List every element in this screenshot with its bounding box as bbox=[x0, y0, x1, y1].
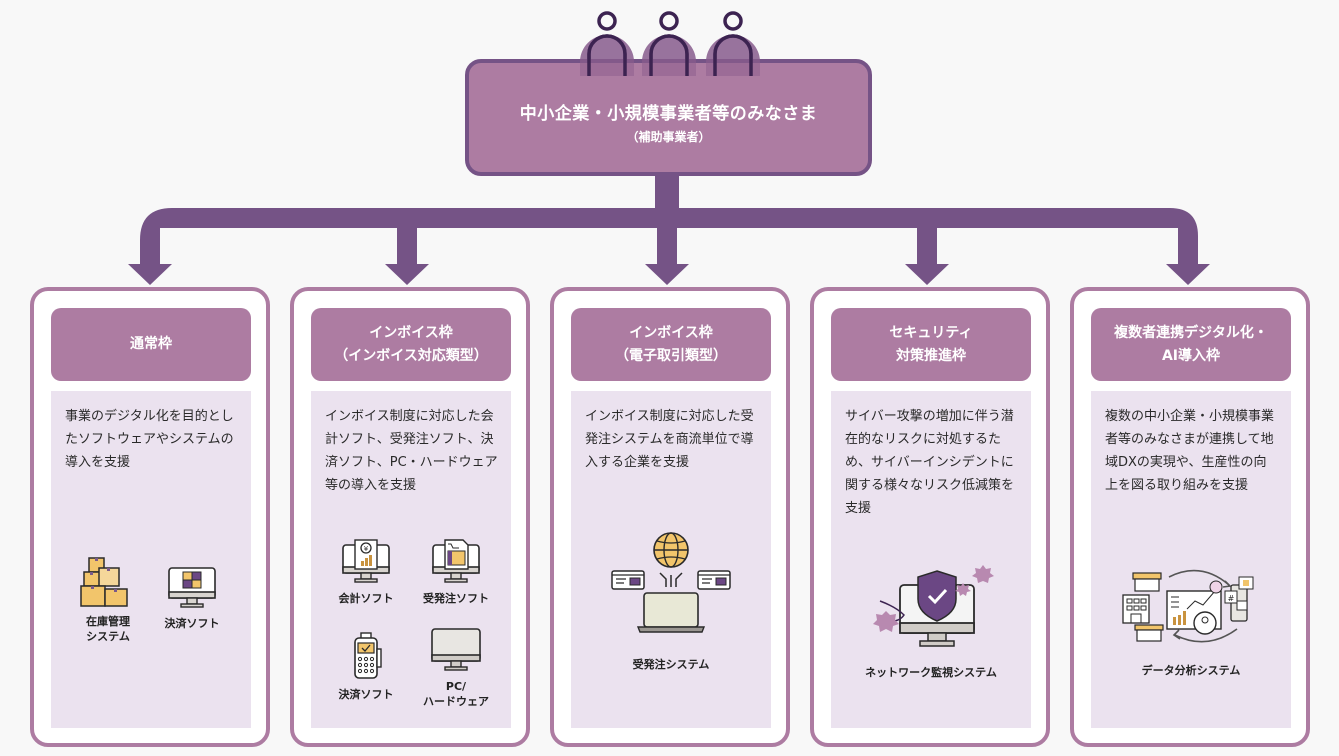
arrow-head-3 bbox=[645, 264, 689, 285]
accounting-monitor-icon: ¥ bbox=[342, 539, 390, 583]
card-description: サイバー攻撃の増加に伴う潜在的なリスクに対処するため、サイバーインシデントに関す… bbox=[845, 409, 1015, 516]
card-title: セキュリティ 対策推進枠 bbox=[831, 308, 1031, 381]
svg-text:¥: ¥ bbox=[364, 545, 369, 553]
icon-label: 決済ソフト bbox=[164, 617, 220, 630]
card-normal: 通常枠 事業のデジタル化を目的としたソフトウェアやシステムの導入を支援 在庫管理… bbox=[30, 287, 270, 747]
card-title-line: AI導入枠 bbox=[1161, 347, 1221, 364]
card-invoice-support: インボイス枠 （インボイス対応類型） インボイス制度に対応した会計ソフト、受発注… bbox=[290, 287, 530, 747]
card-body: 事業のデジタル化を目的としたソフトウェアやシステムの導入を支援 在庫管理システム bbox=[51, 391, 251, 728]
payment-terminal-icon bbox=[354, 632, 382, 679]
svg-text:#: # bbox=[1228, 594, 1235, 603]
icon-item-data-analysis: # データ分析システム bbox=[1116, 567, 1266, 678]
icon-label: PC/ハードウェア bbox=[423, 680, 489, 708]
arrow-head-5 bbox=[1166, 264, 1210, 285]
icon-label: 決済ソフト bbox=[338, 688, 394, 701]
card-body: サイバー攻撃の増加に伴う潜在的なリスクに対処するため、サイバーインシデントに関す… bbox=[831, 391, 1031, 728]
card-title-line: 対策推進枠 bbox=[896, 347, 966, 364]
icon-item-network-monitoring: ネットワーク監視システム bbox=[856, 563, 1006, 680]
card-title: 複数者連携デジタル化・ AI導入枠 bbox=[1091, 308, 1291, 381]
card-description: 複数の中小企業・小規模事業者等のみなさまが連携して地域DXの実現や、生産性の向上… bbox=[1105, 409, 1275, 493]
icon-item-inventory: 在庫管理システム bbox=[63, 556, 153, 644]
card-title-line: （電子取引類型） bbox=[615, 347, 727, 364]
card-title-line: セキュリティ bbox=[889, 324, 973, 341]
icon-label: ネットワーク監視システム bbox=[865, 666, 997, 679]
arrow-head-4 bbox=[905, 264, 949, 285]
pc-monitor-icon bbox=[431, 628, 481, 671]
top-node-title: 中小企業・小規模事業者等のみなさま bbox=[519, 103, 818, 124]
card-multi-digital-ai: 複数者連携デジタル化・ AI導入枠 複数の中小企業・小規模事業者等のみなさまが連… bbox=[1070, 287, 1310, 747]
icon-label: データ分析システム bbox=[1141, 664, 1241, 677]
icon-label: 受発注システム bbox=[632, 658, 710, 671]
icon-item-order: 受発注ソフト bbox=[411, 539, 501, 606]
icon-item-pc: PC/ハードウェア bbox=[411, 627, 501, 709]
calculator-monitor-icon bbox=[168, 567, 216, 608]
card-title: インボイス枠 （インボイス対応類型） bbox=[311, 308, 511, 381]
card-title: 通常枠 bbox=[51, 308, 251, 381]
icon-item-payment: 決済ソフト bbox=[147, 566, 237, 631]
top-node-businesses: 中小企業・小規模事業者等のみなさま （補助事業者） bbox=[465, 59, 872, 176]
shield-monitor-icon bbox=[873, 565, 994, 647]
card-body: インボイス制度に対応した会計ソフト、受発注ソフト、決済ソフト、PC・ハードウェア… bbox=[311, 391, 511, 728]
order-monitor-icon bbox=[432, 539, 480, 583]
arrow-head-1 bbox=[128, 264, 172, 285]
icon-item-accounting: ¥ 会計ソフト bbox=[321, 539, 411, 606]
icon-label: 受発注ソフト bbox=[423, 592, 489, 605]
card-security: セキュリティ 対策推進枠 サイバー攻撃の増加に伴う潜在的なリスクに対処するため、… bbox=[810, 287, 1050, 747]
card-body: インボイス制度に対応した受発注システムを商流単位で導入する企業を支援 bbox=[571, 391, 771, 728]
card-description: インボイス制度に対応した受発注システムを商流単位で導入する企業を支援 bbox=[585, 409, 754, 470]
data-analysis-icon: # bbox=[1122, 569, 1254, 643]
arrow-head-2 bbox=[385, 264, 429, 285]
card-body: 複数の中小企業・小規模事業者等のみなさまが連携して地域DXの実現や、生産性の向上… bbox=[1091, 391, 1291, 728]
connector-drop-3 bbox=[657, 220, 677, 265]
boxes-icon bbox=[80, 557, 128, 607]
card-title-line: 通常枠 bbox=[130, 336, 172, 352]
card-title-line: （インボイス対応類型） bbox=[334, 347, 488, 364]
card-title-line: インボイス枠 bbox=[629, 324, 713, 341]
card-description: インボイス制度に対応した会計ソフト、受発注ソフト、決済ソフト、PC・ハードウェア… bbox=[325, 409, 498, 493]
connector-bar bbox=[140, 208, 1198, 265]
card-description: 事業のデジタル化を目的としたソフトウェアやシステムの導入を支援 bbox=[65, 409, 234, 470]
top-node-subtitle: （補助事業者） bbox=[626, 129, 711, 144]
globe-laptop-icon bbox=[611, 532, 731, 633]
card-title: インボイス枠 （電子取引類型） bbox=[571, 308, 771, 381]
card-invoice-ecommerce: インボイス枠 （電子取引類型） インボイス制度に対応した受発注システムを商流単位… bbox=[550, 287, 790, 747]
icon-item-order-system: 受発注システム bbox=[606, 531, 736, 672]
icon-item-payment-terminal: 決済ソフト bbox=[321, 631, 411, 702]
connector-drop-2 bbox=[397, 220, 417, 265]
icon-label: 在庫管理システム bbox=[86, 615, 130, 643]
connector-stem bbox=[655, 170, 679, 220]
connector-drop-4 bbox=[917, 220, 937, 265]
icon-label: 会計ソフト bbox=[338, 592, 394, 605]
card-title-line: 複数者連携デジタル化・ bbox=[1114, 324, 1268, 341]
card-title-line: インボイス枠 bbox=[369, 324, 453, 341]
